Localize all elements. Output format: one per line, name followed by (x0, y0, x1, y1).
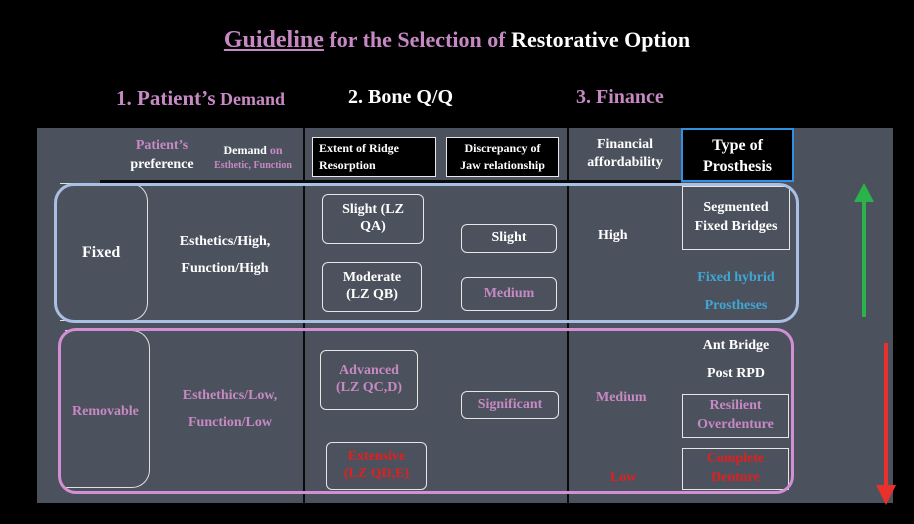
header-type-of-prosthesis: Type of Prosthesis (681, 128, 794, 182)
removable-row-outline (58, 328, 794, 494)
fixed-resorption-moderate: Moderate (LZ QB) (322, 262, 422, 312)
removable-resorption-2b: (LZ QD,E) (343, 466, 410, 481)
fixed-row-outline (54, 183, 799, 323)
header-patient-preference-a: Patient’s (135, 138, 189, 153)
fixed-resorption-2a: Moderate (342, 270, 402, 286)
header-demand-b: Esthetic, Function (214, 160, 292, 172)
fixed-prosthesis-1b: Fixed Bridges (694, 219, 778, 234)
fixed-discrepancy-slight: Slight (461, 224, 557, 253)
arrow-down-icon (876, 343, 896, 505)
removable-demand-a: Esthethics/Low, (182, 388, 278, 403)
fixed-resorption-2b: (LZ QB) (346, 287, 398, 302)
removable-finance-low: Low (610, 470, 637, 485)
fixed-prosthesis-1a: Segmented (703, 200, 769, 216)
section-patient-demand-word: Demand (215, 89, 286, 109)
slide-title: Guideline for the Selection of Restorati… (0, 27, 914, 54)
removable-prosthesis-complete: Complete Denture (682, 448, 789, 490)
header-divider (100, 180, 681, 183)
header-patient-preference: Patient’s preference (122, 138, 202, 173)
header-patient-preference-b: preference (130, 157, 194, 173)
removable-demand: Esthethics/Low, Function/Low (160, 382, 300, 437)
header-extent-ridge-resorption: Extent of Ridge Resorption (312, 137, 436, 177)
fixed-demand-b: Function/High (181, 261, 269, 277)
header-demand: Demand on Esthetic, Function (202, 142, 304, 174)
fixed-resorption-1a: Slight (LZ (342, 202, 404, 218)
column-divider-2 (567, 128, 569, 503)
fixed-label: Fixed (82, 244, 121, 261)
removable-prosthesis-1a: Ant Bridge (702, 338, 770, 353)
removable-label: Removable (72, 404, 139, 419)
removable-resorption-1b: (LZ QC,D) (335, 380, 403, 395)
removable-resorption-2a: Extensive (347, 449, 406, 465)
fixed-demand: Esthetics/High, Function/High (160, 228, 290, 283)
title-guideline: Guideline (223, 27, 324, 53)
removable-prosthesis-bridge-rpd: Ant Bridge Post RPD (682, 332, 790, 388)
header-type-a: Type of (712, 137, 763, 154)
fixed-demand-a: Esthetics/High, (179, 234, 271, 249)
removable-prosthesis-2b: Overdenture (697, 417, 774, 432)
removable-discrepancy-significant: Significant (461, 391, 559, 419)
section-patient-demand-num: 1. Patient’s (116, 86, 216, 110)
header-demand-a: Demand (223, 143, 267, 157)
removable-prosthesis-resilient: Resilient Overdenture (682, 394, 789, 438)
arrow-up-icon (854, 183, 874, 317)
header-demand-on: on (266, 143, 283, 157)
fixed-resorption-slight: Slight (LZ QA) (322, 194, 424, 244)
header-discrepancy-b: Jaw relationship (460, 158, 545, 172)
fixed-discrepancy-medium: Medium (461, 277, 557, 311)
section-finance: 3. Finance (576, 86, 664, 108)
header-financial-b: affordability (587, 155, 663, 171)
fixed-prosthesis-2b: Prostheses (704, 298, 768, 313)
removable-resorption-extensive: Extensive (LZ QD,E) (326, 442, 427, 490)
table-panel (37, 128, 893, 503)
section-bone-qq: 2. Bone Q/Q (348, 86, 454, 108)
removable-prosthesis-3b: Denture (711, 470, 760, 485)
fixed-prosthesis-segmented: Segmented Fixed Bridges (682, 186, 790, 250)
header-extent-b: Resorption (319, 158, 376, 172)
header-discrepancy-jaw: Discrepancy of Jaw relationship (446, 137, 559, 177)
removable-demand-b: Function/Low (187, 415, 272, 431)
header-extent-a: Extent of Ridge (319, 141, 399, 155)
header-type-b: Prosthesis (702, 158, 773, 175)
title-middle: for the Selection of (323, 27, 512, 52)
removable-prosthesis-2a: Resilient (709, 398, 762, 414)
removable-resorption-1a: Advanced (339, 363, 399, 379)
removable-prosthesis-3a: Complete (706, 451, 765, 467)
fixed-resorption-1b: QA) (360, 219, 386, 234)
column-divider-1 (303, 128, 305, 503)
title-restorative-option: Restorative Option (511, 27, 691, 52)
section-patient-demand: 1. Patient’s Demand (116, 86, 285, 111)
fixed-finance-high: High (598, 228, 628, 243)
header-financial-affordability: Financial affordability (570, 137, 680, 171)
removable-resorption-advanced: Advanced (LZ QC,D) (320, 350, 418, 410)
header-financial-a: Financial (596, 137, 653, 152)
fixed-prosthesis-2a: Fixed hybrid (697, 270, 775, 285)
removable-prosthesis-1b: Post RPD (707, 366, 765, 381)
header-discrepancy-a: Discrepancy of (464, 141, 541, 155)
removable-finance-medium: Medium (596, 390, 647, 405)
fixed-prosthesis-hybrid: Fixed hybrid Prostheses (682, 264, 790, 320)
